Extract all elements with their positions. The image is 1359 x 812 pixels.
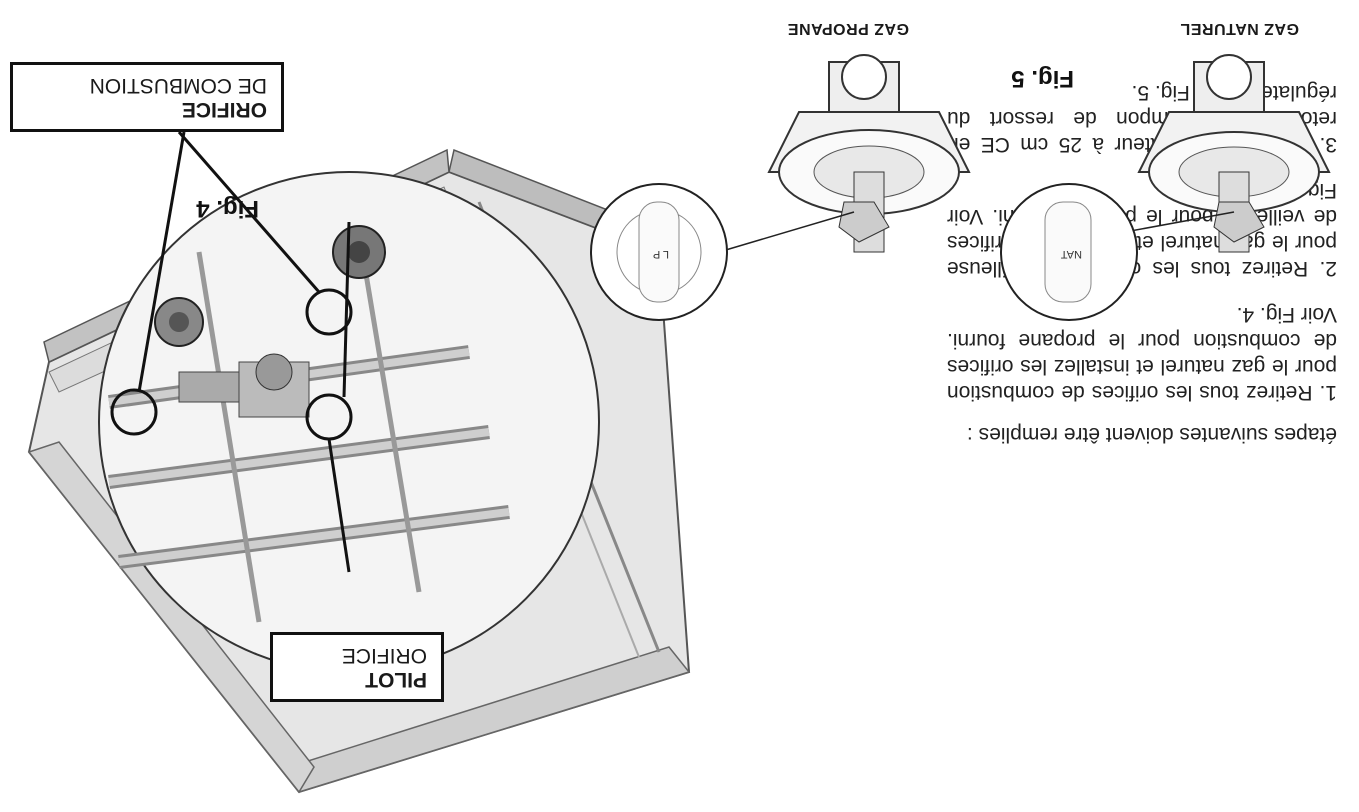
nat-tag: NAT <box>1060 248 1082 260</box>
propane-label: GAZ PROPANE <box>787 20 909 37</box>
regulator-propane <box>718 54 971 253</box>
lp-tag: L P <box>652 248 669 260</box>
regulator-natural-gas <box>1113 54 1331 253</box>
natural-gas-label: GAZ NATUREL <box>1180 20 1299 37</box>
fig5-label: Fig. 5 <box>1011 65 1074 92</box>
